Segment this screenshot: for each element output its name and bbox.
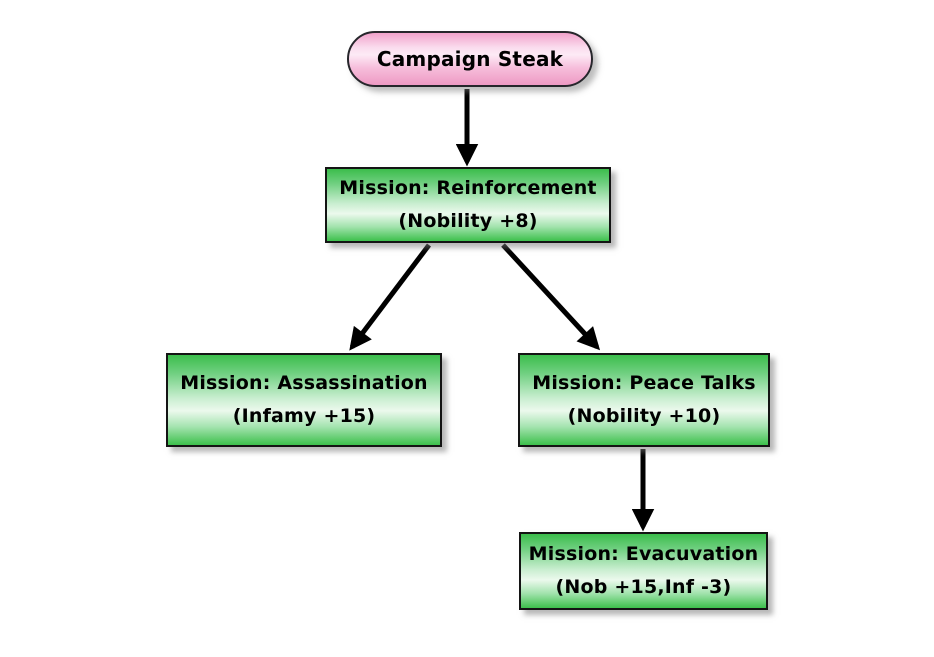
node-mission-peace-talks-label: Mission: Peace Talks (532, 372, 756, 394)
edge-reinforcement-to-assassination-arrow (349, 243, 431, 351)
node-campaign-steak[interactable]: Campaign Steak (347, 31, 593, 87)
node-mission-reinforcement-sublabel: (Nobility +8) (398, 210, 538, 232)
edge-reinforcement-to-peace-talks-arrow (501, 243, 601, 351)
node-mission-peace-talks-sublabel: (Nobility +10) (567, 405, 721, 427)
node-mission-reinforcement-label: Mission: Reinforcement (339, 177, 597, 199)
node-mission-assassination-sublabel: (Infamy +15) (232, 405, 376, 427)
node-mission-assassination-label: Mission: Assassination (180, 372, 428, 394)
node-mission-evacuvation-sublabel: (Nob +15,Inf -3) (555, 576, 732, 598)
node-mission-assassination[interactable]: Mission: Assassination (Infamy +15) (166, 353, 442, 447)
node-mission-evacuvation[interactable]: Mission: Evacuvation (Nob +15,Inf -3) (519, 532, 768, 610)
node-mission-peace-talks[interactable]: Mission: Peace Talks (Nobility +10) (518, 353, 770, 447)
node-mission-reinforcement[interactable]: Mission: Reinforcement (Nobility +8) (325, 167, 611, 243)
node-mission-evacuvation-label: Mission: Evacuvation (528, 543, 759, 565)
node-campaign-steak-label: Campaign Steak (376, 46, 564, 71)
